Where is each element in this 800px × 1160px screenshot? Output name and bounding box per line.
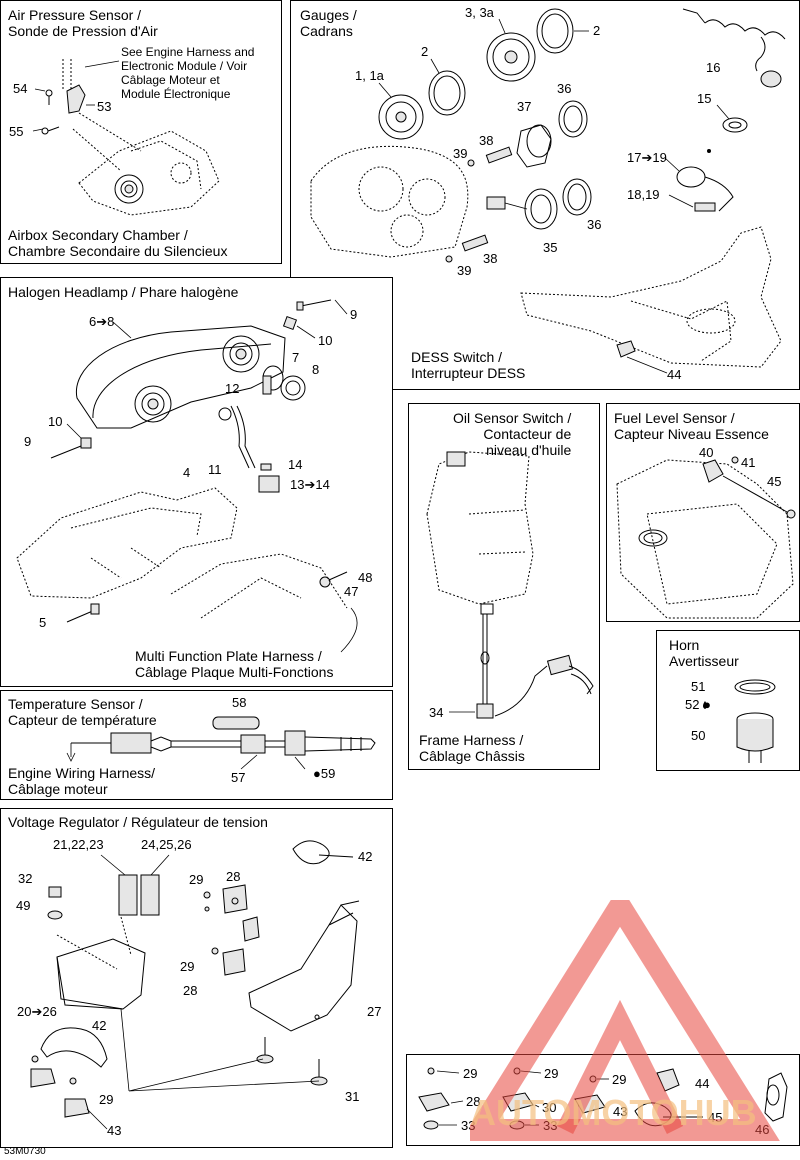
part-number: 36 bbox=[587, 217, 602, 232]
part-number: 29 bbox=[180, 959, 195, 974]
panel-voltage-regulator: Voltage Regulator / Régulateur de tensio… bbox=[0, 808, 393, 1148]
panel-fuel-level-sensor: Fuel Level Sensor / Capteur Niveau Essen… bbox=[606, 403, 800, 622]
part-number: 8 bbox=[312, 362, 320, 377]
panel-temperature-sensor: Temperature Sensor / Capteur de températ… bbox=[0, 690, 393, 800]
voltage-regulator-illustration bbox=[30, 840, 360, 1130]
panel-title: Horn Avertisseur bbox=[669, 637, 739, 669]
part-number: 53 bbox=[97, 99, 112, 114]
part-number: 20➔26 bbox=[17, 1004, 57, 1019]
part-number: 5 bbox=[39, 615, 47, 630]
part-number: 51 bbox=[691, 679, 706, 694]
part-number: 45 bbox=[767, 474, 782, 489]
part-number: 29 bbox=[189, 872, 204, 887]
part-number: 7 bbox=[292, 350, 300, 365]
panel-title: Air Pressure Sensor / Sonde de Pression … bbox=[8, 7, 158, 39]
part-number: 39 bbox=[453, 146, 468, 161]
part-number: 4 bbox=[183, 465, 191, 480]
part-number: 28 bbox=[183, 983, 198, 998]
diagram-code: 53M0730 bbox=[4, 1146, 46, 1157]
part-number: 42 bbox=[92, 1018, 107, 1033]
panel-hardware: 29 29 29 44 28 30 43 45 33 33 46 bbox=[406, 1054, 800, 1146]
part-number: 10 bbox=[48, 414, 63, 429]
part-number: 9 bbox=[350, 307, 358, 322]
panel-oil-sensor-switch: Oil Sensor Switch / Contacteur de niveau… bbox=[408, 403, 600, 770]
part-number: 57 bbox=[231, 770, 246, 785]
part-number: 41 bbox=[741, 455, 756, 470]
part-number: 31 bbox=[345, 1089, 360, 1104]
temperature-sensor-illustration bbox=[66, 716, 376, 770]
panel-title: Oil Sensor Switch / Contacteur de niveau… bbox=[453, 410, 572, 458]
panel-caption: Airbox Secondary Chamber / Chambre Secon… bbox=[8, 227, 228, 259]
part-number: 17➔19 bbox=[627, 150, 667, 165]
panel-title: Gauges / Cadrans bbox=[300, 7, 357, 39]
part-number: 11 bbox=[208, 462, 222, 477]
part-number: 50 bbox=[691, 728, 706, 743]
part-number: 58 bbox=[232, 695, 247, 710]
panel-caption: Engine Wiring Harness/ Câblage moteur bbox=[8, 765, 156, 797]
part-number: 42 bbox=[358, 849, 373, 864]
panel-air-pressure-sensor: Air Pressure Sensor / Sonde de Pression … bbox=[0, 0, 282, 264]
part-number: 18,19 bbox=[627, 187, 660, 202]
part-number: 14 bbox=[288, 457, 303, 472]
part-number: 54 bbox=[13, 81, 28, 96]
part-number: 49 bbox=[16, 898, 31, 913]
part-number: ●59 bbox=[313, 766, 336, 781]
part-number: 32 bbox=[18, 871, 33, 886]
part-number: 39 bbox=[457, 263, 472, 278]
part-number: 43 bbox=[107, 1123, 122, 1138]
part-number: 47 bbox=[344, 584, 359, 599]
part-number: 2 bbox=[593, 23, 601, 38]
part-number: 38 bbox=[483, 251, 498, 266]
part-number: 48 bbox=[358, 570, 373, 585]
dess-caption: DESS Switch / Interrupteur DESS bbox=[411, 349, 526, 381]
part-number: 13➔14 bbox=[290, 477, 330, 492]
part-number: 9 bbox=[24, 434, 32, 449]
panel-title: Halogen Headlamp / Phare halogène bbox=[8, 284, 239, 300]
horn-illustration bbox=[703, 679, 776, 763]
oil-tank-illustration bbox=[426, 451, 594, 719]
part-number: 6➔8 bbox=[89, 314, 115, 329]
part-number: 28 bbox=[226, 869, 241, 884]
part-number: 27 bbox=[367, 1004, 382, 1019]
part-number: 37 bbox=[517, 99, 532, 114]
panel-title: Voltage Regulator / Régulateur de tensio… bbox=[8, 814, 268, 830]
airbox-illustration bbox=[32, 59, 220, 216]
part-number: 38 bbox=[479, 133, 494, 148]
part-number: 10 bbox=[318, 333, 333, 348]
part-number: 44 bbox=[667, 367, 682, 382]
part-number: 15 bbox=[697, 91, 712, 106]
part-number: 29 bbox=[99, 1092, 114, 1107]
gauges-illustration bbox=[310, 8, 786, 374]
panel-horn: Horn Avertisseur 51 52 ● 50 bbox=[656, 630, 800, 771]
panel-caption: Multi Function Plate Harness / Câblage P… bbox=[135, 648, 334, 680]
part-number: 2 bbox=[421, 44, 429, 59]
fuel-tank-illustration bbox=[616, 456, 796, 619]
panel-title: Fuel Level Sensor / Capteur Niveau Essen… bbox=[614, 410, 769, 442]
part-number: 35 bbox=[543, 240, 558, 255]
part-number: 16 bbox=[706, 60, 721, 75]
part-number: 3, 3a bbox=[465, 5, 494, 20]
panel-caption: Frame Harness / Câblage Châssis bbox=[419, 732, 525, 764]
part-number: 36 bbox=[557, 81, 572, 96]
part-number: 55 bbox=[9, 124, 24, 139]
hardware-illustration bbox=[418, 1067, 788, 1130]
part-number: 24,25,26 bbox=[141, 837, 192, 852]
note-text: See Engine Harness and Electronic Module… bbox=[121, 45, 255, 101]
part-number: 1, 1a bbox=[355, 68, 384, 83]
part-number: 34 bbox=[429, 705, 444, 720]
panel-halogen-headlamp: Halogen Headlamp / Phare halogène Multi … bbox=[0, 277, 393, 687]
part-number: 40 bbox=[699, 445, 714, 460]
panel-title: Temperature Sensor / Capteur de températ… bbox=[8, 696, 157, 728]
part-number: 21,22,23 bbox=[53, 837, 104, 852]
headlamp-illustration bbox=[16, 299, 358, 653]
